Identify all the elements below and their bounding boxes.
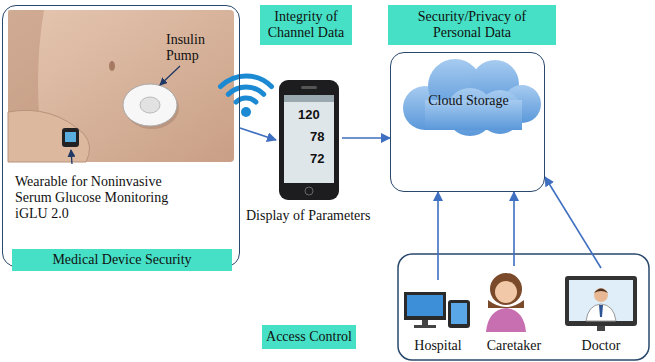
caretaker-icon-part (486, 308, 526, 332)
phone-icon-part (279, 80, 339, 200)
caretaker-icon (486, 273, 526, 332)
wifi-symbol-part (241, 107, 251, 117)
doctor-icon (565, 276, 637, 331)
node-text: Access Control (266, 329, 352, 345)
body-photo-part (8, 110, 90, 162)
phone-icon-part (301, 86, 317, 89)
caretaker-icon-part (495, 281, 517, 303)
user-node: Doctor (556, 268, 646, 356)
node-text: Hospital (400, 338, 476, 354)
flow-arrow (545, 177, 601, 268)
phone-node: Display of Parameters (276, 78, 342, 203)
doctor-icon-part (565, 276, 637, 326)
flow-arrow (342, 137, 390, 139)
screen-reading: 72 (310, 152, 324, 166)
screen-reading: 78 (310, 130, 324, 144)
caretaker-icon-part (490, 273, 522, 305)
flow-arrow (513, 192, 515, 266)
node-text: Integrity of Channel Data (264, 9, 348, 41)
hospital-icon-part (448, 300, 470, 328)
hospital-icon-part (404, 292, 446, 320)
node-text: Medical Device Security (52, 252, 191, 268)
node-text: Security/Privacy of Personal Data (392, 9, 552, 41)
cloud-storage-box: Cloud Storage (390, 52, 545, 192)
section-tag: Access Control (262, 325, 356, 349)
wifi-symbol-part (221, 76, 272, 87)
wearable-device (62, 128, 79, 147)
device-panel: Insulin PumpWearable for Noninvasive Ser… (2, 5, 240, 267)
insulin-pump (123, 84, 179, 129)
hospital-icon-part (407, 295, 443, 316)
user-group-box (398, 254, 649, 360)
user-node: Hospital (400, 280, 476, 356)
node-text: Display of Parameters (246, 208, 370, 224)
hospital-icon-part (414, 325, 436, 328)
node-text: Insulin Pump (166, 32, 236, 64)
node-text: Wearable for Noninvasive Serum Glucose M… (15, 174, 180, 222)
doctor-icon-part (594, 289, 608, 294)
wearable-device-part (65, 132, 76, 142)
hospital-icon-part (422, 320, 428, 325)
flow-arrow (240, 128, 276, 140)
wearable-device-part (62, 128, 79, 147)
hospital-icon-part (451, 303, 467, 324)
phone-icon-part (305, 187, 313, 195)
wifi-symbol (221, 76, 272, 117)
section-tag: Security/Privacy of Personal Data (388, 5, 556, 45)
section-tag: Integrity of Channel Data (260, 5, 352, 45)
doctor-icon-part (586, 304, 616, 321)
screen-reading: 120 (298, 108, 320, 122)
wifi-symbol-part (228, 87, 263, 94)
node-text: Cloud Storage (391, 93, 546, 109)
section-tag: Medical Device Security (12, 249, 232, 271)
doctor-icon-part (594, 288, 608, 302)
leader-line (71, 66, 180, 164)
insulin-pump-part (123, 84, 177, 126)
phone-icon-part (284, 95, 334, 102)
user-node: Caretaker (478, 266, 550, 356)
leader-line-part (71, 150, 72, 164)
insulin-pump-part (140, 97, 160, 113)
phone-icon (279, 80, 339, 200)
hospital-icon (404, 292, 470, 328)
node-text: Doctor (556, 338, 646, 354)
doctor-icon-part (597, 326, 605, 331)
doctor-icon-part (599, 305, 603, 317)
node-text: Caretaker (478, 338, 550, 354)
phone-icon-part (284, 95, 334, 183)
flow-arrow (437, 192, 439, 280)
doctor-icon-part (569, 280, 633, 321)
leader-line-part (160, 66, 180, 85)
body-photo-part (109, 61, 115, 71)
